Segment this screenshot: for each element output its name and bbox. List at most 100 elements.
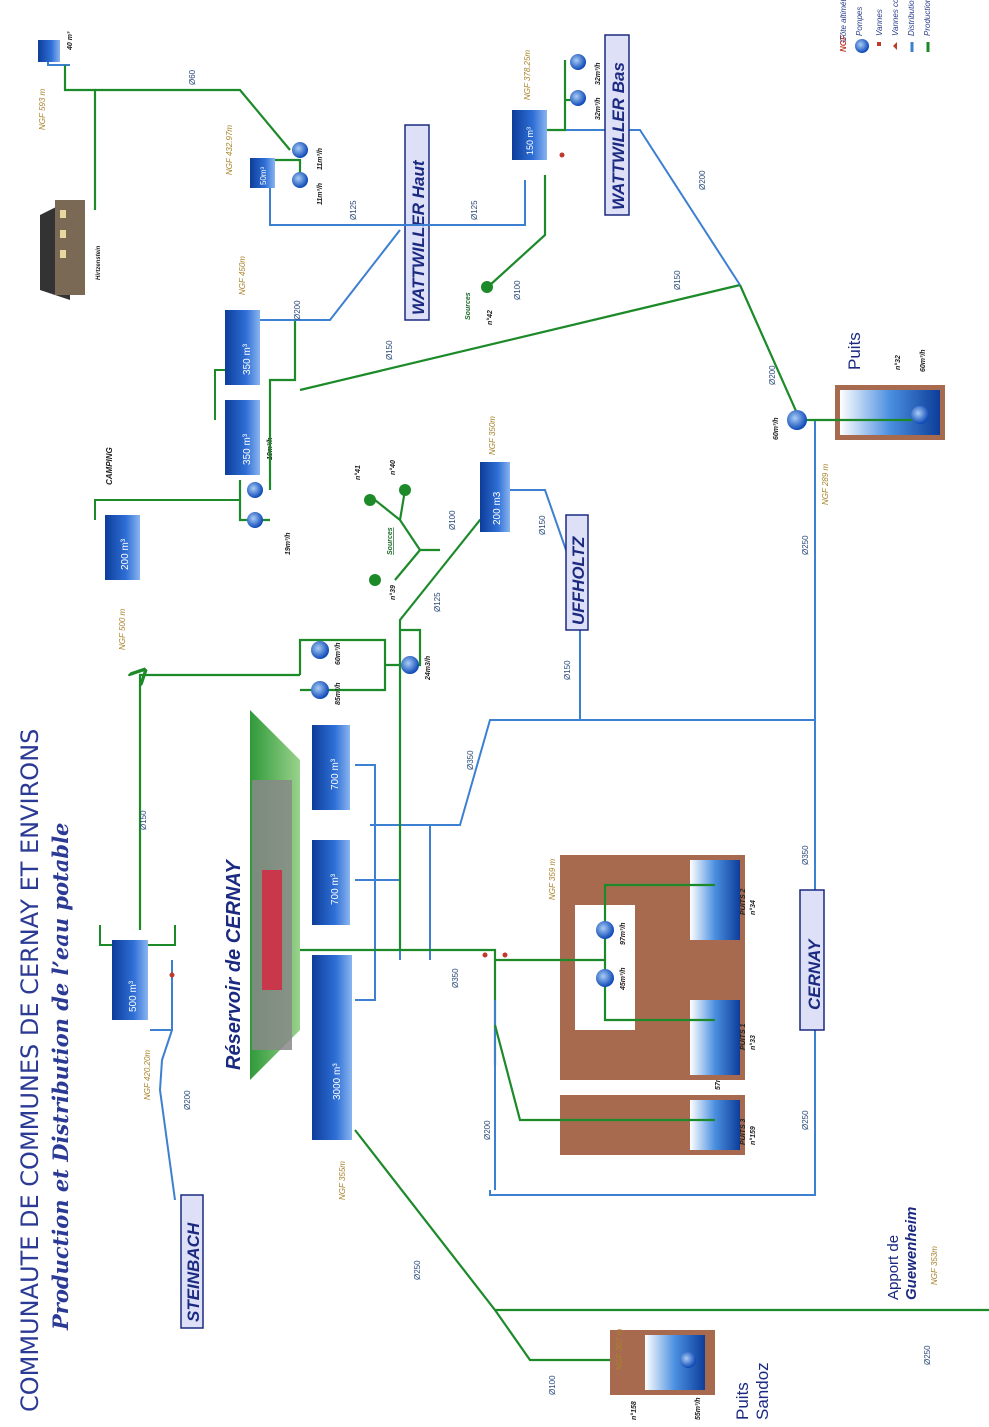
tank-40 (38, 40, 60, 62)
pipe-p3 (493, 1024, 715, 1122)
ngf-steinbach: NGF 420.20m (143, 1050, 152, 1100)
ngf-puits-sandoz: NGF 307 m (615, 1328, 624, 1370)
tank-200-uff (480, 462, 510, 532)
ngf-wattwiller-bas: NGF 378.25m (523, 50, 532, 100)
legend-ngf: Côte altimétrique (839, 0, 848, 42)
flow-bas-b: 32m³/h (595, 62, 602, 85)
sandoz-no: n°158 (630, 1401, 638, 1420)
tank-350a-label: 350 m³ (242, 433, 253, 465)
tank-200-camping-label: 200 m³ (120, 538, 131, 570)
src-41 (364, 494, 376, 506)
pump-puits32 (787, 410, 807, 430)
valve-res500 (169, 972, 175, 978)
ngf-uffholtz: NGF 350m (488, 416, 497, 455)
d60: Ø60 (188, 69, 197, 85)
d150-diag: Ø150 (385, 340, 394, 360)
src-41-no: n°41 (354, 465, 362, 480)
pump-well32 (911, 406, 929, 424)
pump-loop (298, 638, 387, 692)
src-42 (481, 281, 493, 293)
p2-no: n°34 (749, 900, 757, 915)
sources-label-b: Sources (465, 292, 472, 320)
d125-a: Ø125 (349, 200, 358, 220)
ngf-reservoir-350: NGF 450m (238, 256, 247, 295)
pipe-d150-top (140, 675, 185, 930)
d200-puits: Ø200 (768, 365, 777, 385)
svg-text:STEINBACH: STEINBACH (184, 1222, 203, 1322)
flow-puits-60a: 60m³/h (773, 417, 780, 440)
legend-production: Production (923, 0, 932, 36)
tank-200-camping (105, 515, 140, 580)
p1-no: n°33 (749, 1035, 757, 1050)
d100-src: Ø100 (448, 510, 457, 530)
pipe-d250-left (354, 1129, 815, 1312)
ngf-cernay: NGF 355m (338, 1161, 347, 1200)
pump-p1 (596, 969, 614, 987)
svg-text:WATTWILLER Haut: WATTWILLER Haut (409, 159, 428, 315)
pipe-src42 (489, 175, 547, 286)
reservoir-roof (262, 870, 282, 990)
d125-b: Ø125 (470, 200, 479, 220)
src-39-line (394, 548, 440, 581)
tank-700a-label: 700 m³ (330, 873, 341, 905)
legend-elec-valve-icon (893, 42, 897, 50)
flow-85: 85m³/h (335, 682, 342, 705)
legend: NGF Côte altimétrique Pompes Vannes Vann… (839, 0, 932, 53)
d150-uff: Ø150 (563, 660, 572, 680)
flow-camp-b: 19m³/h (285, 532, 292, 555)
src-40-no: n°40 (389, 460, 397, 475)
d100-src2: Ø100 (513, 280, 522, 300)
src-39-no: n°39 (389, 585, 397, 600)
well-sandoz (610, 1330, 715, 1395)
p3-no: n°159 (749, 1126, 757, 1145)
title-line-1: COMMUNAUTE DE COMMUNES DE CERNAY ET ENVI… (16, 729, 44, 1412)
pump-haut-b (292, 172, 308, 188)
p2-name: PUITS 2 (740, 888, 747, 915)
d250-left: Ø250 (413, 1260, 422, 1280)
pipe-res-b (355, 879, 401, 960)
tank-150-label: 150 m³ (525, 127, 535, 155)
tank-700b (312, 725, 350, 810)
puits-sandoz-2: Sandoz (753, 1362, 772, 1420)
pipe-hirtz-a (63, 65, 97, 210)
hirtzenstein-building (40, 200, 85, 300)
tank-3000-label: 3000 m³ (332, 1063, 343, 1100)
ngf-wattwiller-haut: NGF 432.97m (225, 125, 234, 175)
pump-camp-b (247, 512, 263, 528)
valve-b (502, 952, 508, 958)
d125: Ø125 (433, 592, 442, 612)
tank-40-label: 40 m³ (67, 31, 74, 51)
ngf-camping: NGF 500 m (118, 608, 127, 650)
title-line-2: Production et Distribution de l’eau pota… (48, 823, 73, 1331)
pump-haut-a (292, 142, 308, 158)
pump-p2 (596, 921, 614, 939)
pipe-t40 (47, 62, 70, 66)
tank-50 (250, 158, 275, 188)
tank-200-uff-label: 200 m3 (492, 491, 503, 525)
tank-500 (112, 940, 148, 1020)
tank-3000 (312, 955, 352, 1140)
src-42-no: n°42 (486, 310, 494, 325)
tank-50-label: 50m³ (259, 166, 268, 185)
d200-cernay: Ø200 (483, 1120, 492, 1140)
p1-name: PUITS 1 (740, 1023, 747, 1050)
svg-text:CERNAY: CERNAY (805, 938, 824, 1010)
sources-label-a: Sources (387, 527, 394, 555)
legend-ngf-symbol: NGF (839, 34, 848, 52)
res350-frame (214, 369, 225, 420)
src-41-line (374, 499, 421, 551)
svg-text:WATTWILLER Bas: WATTWILLER Bas (609, 62, 628, 210)
pump-24 (401, 656, 419, 674)
d150-top: Ø150 (139, 810, 148, 830)
wattwiller-haut-box: WATTWILLER Haut (404, 124, 430, 321)
apport-2: Guewenheim (903, 1207, 920, 1300)
cernay-box: CERNAY (799, 889, 825, 1031)
legend-pump: Pompes (855, 7, 864, 36)
pump-85 (311, 681, 329, 699)
pipe-d200-res (260, 229, 401, 321)
tank-700b-label: 700 m³ (330, 758, 341, 790)
pump-60 (311, 641, 329, 659)
d350-main: Ø350 (801, 845, 810, 865)
legend-valve-icon (877, 42, 881, 46)
